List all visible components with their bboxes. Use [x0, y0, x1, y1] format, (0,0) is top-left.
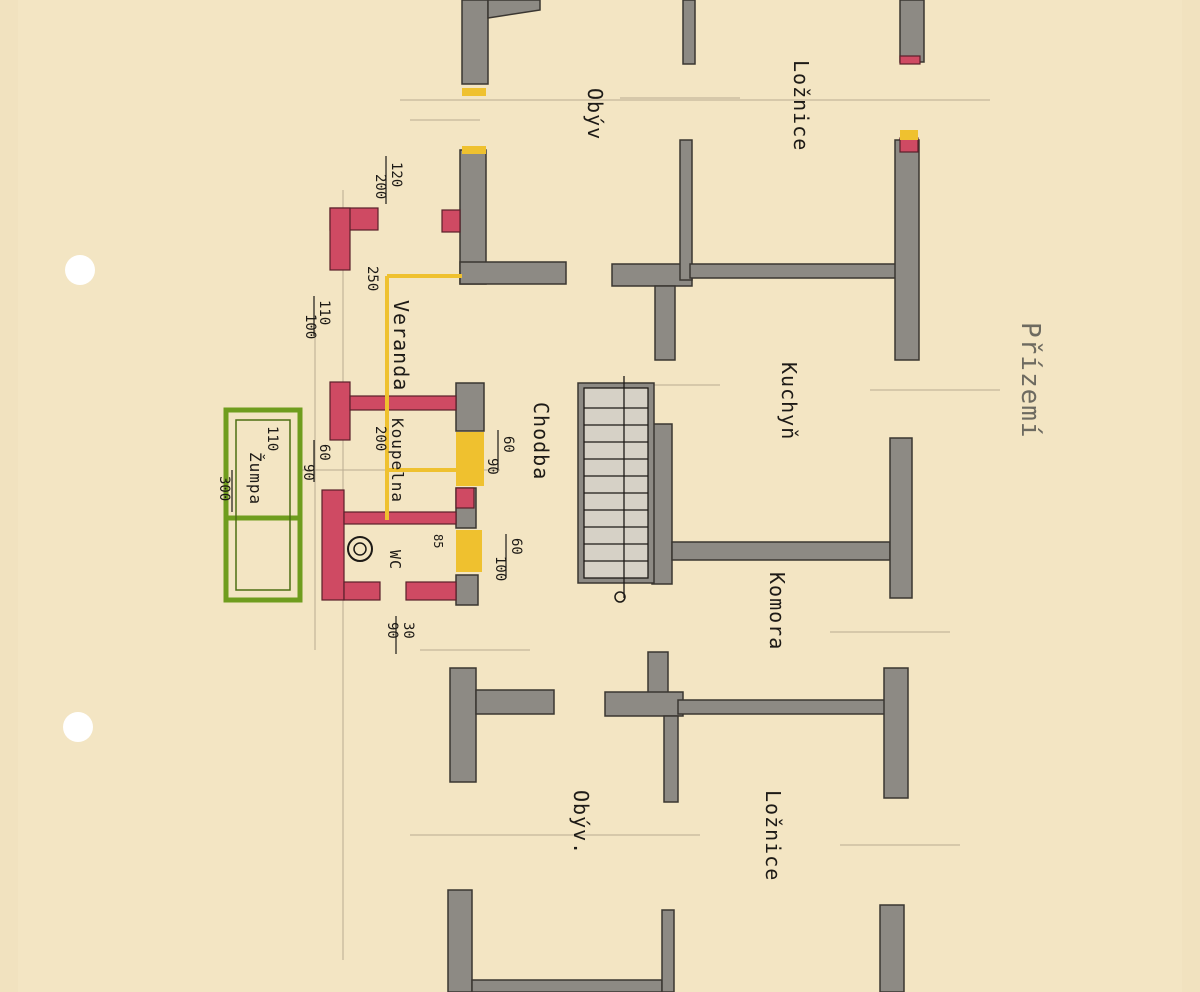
- room-label-wc: WC: [386, 550, 404, 570]
- openings: [456, 88, 918, 572]
- dim-300: 300: [216, 476, 232, 501]
- stair-arrow-end: [614, 591, 626, 603]
- zumpa-tank: [223, 407, 303, 603]
- dim-85: 85: [431, 534, 445, 548]
- room-label-chodba: Chodba: [529, 402, 553, 480]
- floor-title-prizemi: Přízemí: [1015, 322, 1045, 439]
- dim-200-a: 200: [372, 174, 388, 199]
- dim-110-b: 110: [264, 426, 280, 451]
- room-label-koupelna: Koupelna: [388, 418, 407, 503]
- room-label-obyv-bottom: Obýv.: [569, 790, 593, 855]
- punch-hole-top: [65, 255, 95, 285]
- room-label-zumpa: Žumpa: [246, 452, 265, 505]
- construction-lines: [300, 97, 1000, 960]
- room-label-loznice-bottom: Ložnice: [761, 790, 785, 881]
- new-walls: [321, 55, 921, 601]
- dim-90-c: 90: [384, 622, 400, 639]
- room-label-loznice-top: Ložnice: [789, 60, 813, 151]
- dim-90-b: 90: [484, 458, 500, 475]
- dim-100-a: 100: [302, 314, 318, 339]
- dim-90-a: 90: [300, 464, 316, 481]
- veranda-outline: [385, 274, 462, 520]
- room-label-komora: Komora: [765, 572, 789, 650]
- punch-hole-bottom: [63, 712, 93, 742]
- dim-60-c: 60: [508, 538, 524, 555]
- toilet-bowl: [353, 542, 367, 556]
- dim-100-b: 100: [492, 556, 508, 581]
- zumpa-inner: [235, 419, 291, 591]
- room-label-obyv-top: Obýv: [583, 88, 607, 140]
- dim-250: 250: [364, 266, 380, 291]
- toilet-icon: [347, 536, 373, 562]
- dim-120: 120: [388, 162, 404, 187]
- dim-60-a: 60: [316, 444, 332, 461]
- dim-200-b: 200: [372, 426, 388, 451]
- room-label-veranda: Veranda: [389, 300, 413, 391]
- dimension-dividers: [231, 156, 507, 654]
- dim-60-b: 60: [500, 436, 516, 453]
- dim-110-a: 110: [316, 300, 332, 325]
- stair-treads: [583, 376, 649, 598]
- dim-30: 30: [400, 622, 416, 639]
- room-label-kuchyn: Kuchyň: [777, 362, 801, 440]
